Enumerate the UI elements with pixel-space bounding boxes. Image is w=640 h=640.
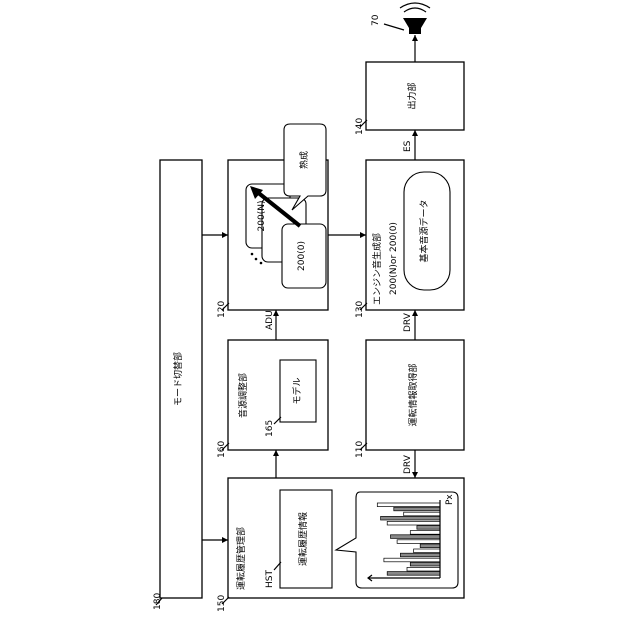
histogram-bar — [387, 572, 440, 576]
histogram-bar — [400, 553, 440, 557]
histogram-px-label: Px — [445, 494, 455, 505]
ref-hst: HST — [265, 570, 275, 588]
ref-165: 165 — [265, 420, 275, 437]
arrowhead — [412, 130, 418, 136]
histogram-bar — [377, 503, 440, 507]
histogram-bar — [414, 549, 440, 553]
card-200n-label: 200(N) — [257, 201, 267, 232]
maturity-label: 熟成 — [298, 151, 310, 169]
arrowhead — [412, 35, 418, 41]
engine-sound-label: エンジン音生成部 — [371, 233, 383, 305]
es-label: ES — [403, 140, 413, 152]
histogram-bar — [407, 567, 440, 571]
arrowhead — [360, 232, 366, 238]
histogram-bar — [391, 535, 441, 539]
output-label: 出力部 — [406, 82, 418, 109]
card-200-0-label: 200(0) — [297, 241, 307, 271]
history-management-label: 運転履歴管理部 — [235, 527, 247, 590]
model-label: モデル — [291, 377, 303, 404]
arrowhead — [222, 537, 228, 543]
sound-adjust-label: 音源調整部 — [237, 373, 249, 418]
histogram-bar — [381, 516, 440, 520]
histogram-bar — [397, 540, 440, 544]
basic-sound-label: 基本音源データ — [418, 199, 430, 262]
histogram-bar — [384, 558, 440, 562]
ref-70-leader — [384, 24, 404, 30]
histogram-bar — [417, 526, 440, 530]
histogram-bar — [410, 531, 440, 535]
histogram-bar — [387, 521, 440, 525]
histogram-bar — [394, 507, 440, 511]
speaker-icon — [400, 3, 430, 34]
histogram-bar — [404, 512, 440, 516]
mode-switch-label: モード切替部 — [172, 352, 184, 406]
ref-180: 180 — [153, 593, 163, 610]
ellipsis-dot — [251, 253, 254, 256]
arrowhead — [222, 232, 228, 238]
history-info-label: 運転履歴情報 — [297, 512, 309, 566]
ref-70: 70 — [371, 14, 381, 26]
drv-top-label: DRV — [403, 312, 413, 332]
ellipsis-dot — [255, 258, 258, 261]
sound-select-label: 200(N)or 200(0) — [389, 222, 399, 295]
histogram-bar — [410, 562, 440, 566]
histogram-bar — [420, 544, 440, 548]
drive-info-label: 運転情報取得部 — [407, 363, 419, 426]
arrowhead — [273, 450, 279, 456]
adu-label: ADU — [265, 310, 275, 330]
ellipsis-dot — [260, 262, 263, 265]
drv-bottom-label: DRV — [403, 454, 413, 474]
